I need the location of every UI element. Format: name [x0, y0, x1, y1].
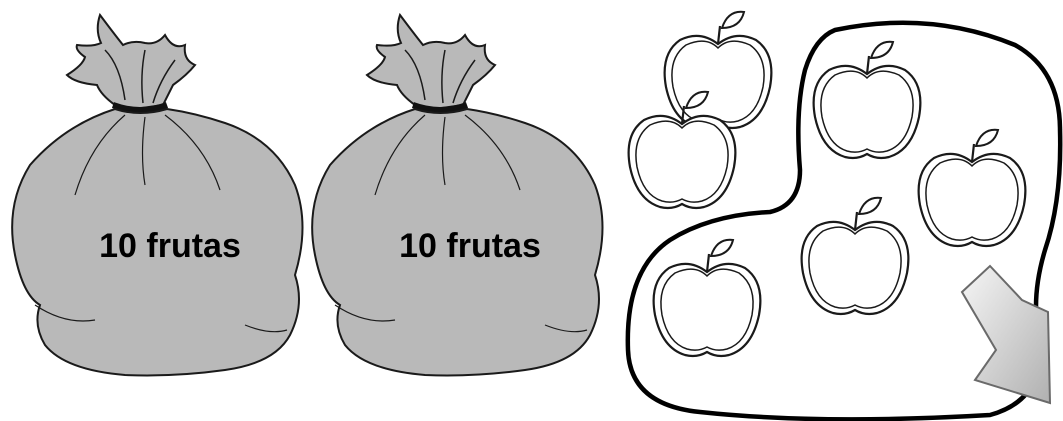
bag-label-1: 10 frutas — [99, 227, 241, 265]
fruit-bag-2: 10 frutas — [312, 15, 602, 375]
bag-label-2: 10 frutas — [399, 227, 541, 265]
fruit-bag-1: 10 frutas — [12, 15, 302, 375]
loose-apple-1 — [665, 12, 772, 128]
